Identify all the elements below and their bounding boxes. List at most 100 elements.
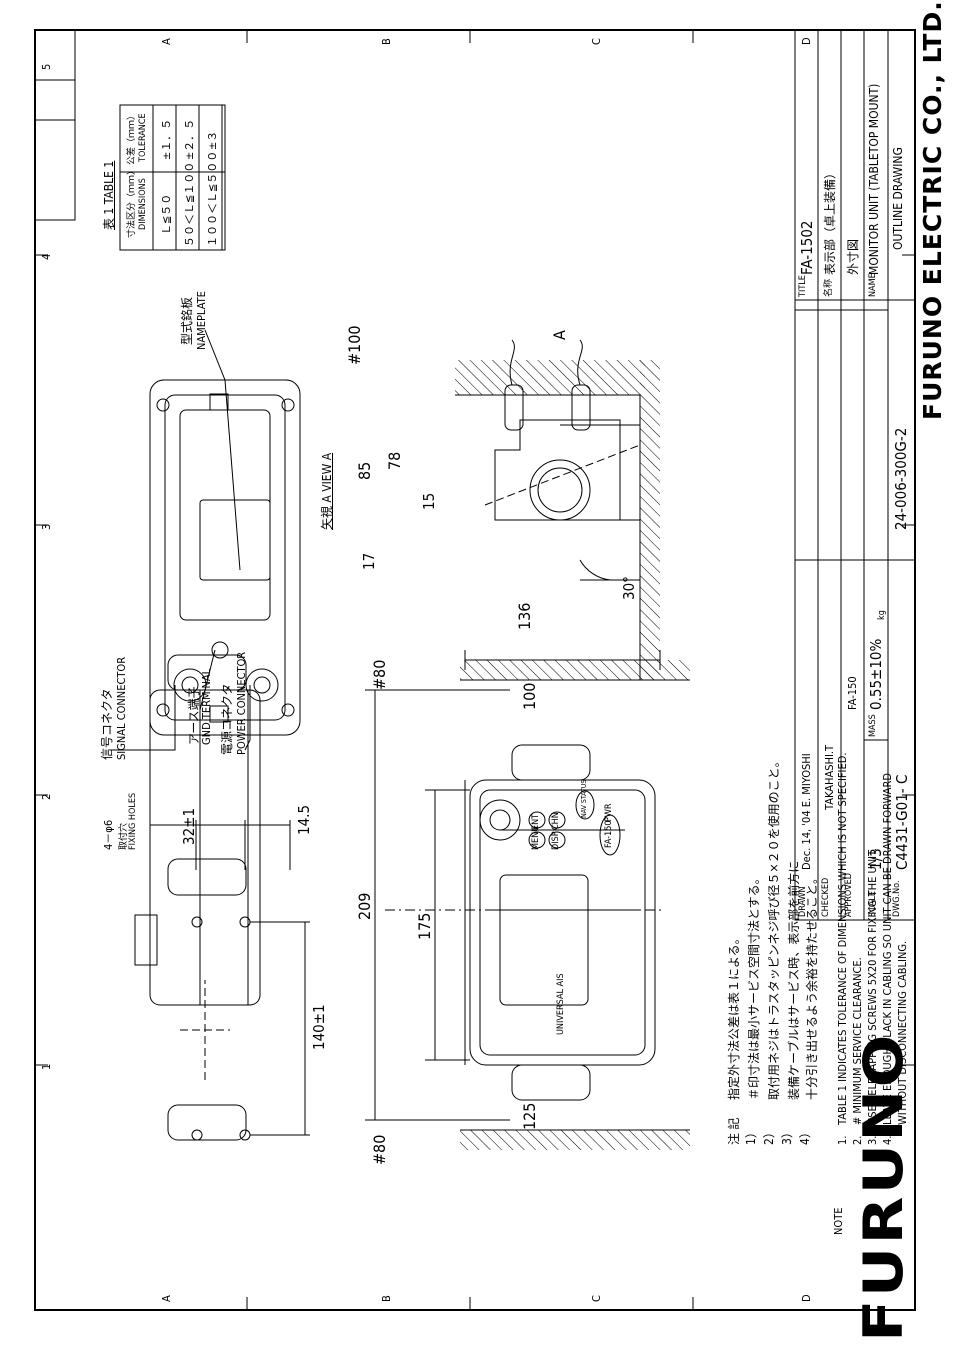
zone-d-left: D — [800, 1294, 813, 1302]
tb-kind-jp: 外寸図 — [846, 238, 860, 275]
notes-jp-4-num: 4） — [798, 1126, 812, 1145]
zone-4-top: 4 — [40, 253, 53, 260]
tb-ref: FA-150 — [846, 676, 859, 710]
tb-drawn-label: DRAWN — [798, 886, 808, 917]
dim-80-left: #80 — [370, 1134, 389, 1165]
dim-136: 136 — [515, 602, 534, 630]
key-chn: CHN — [551, 812, 561, 830]
fixing-holes-count: 4－φ6 — [102, 819, 115, 850]
table-title: 表 1 TABLE 1 — [102, 160, 116, 230]
key-disp: DISP — [551, 831, 561, 850]
gnd-terminal-en: GND TERMINAL — [200, 668, 213, 745]
front-brand-label: UNIVERSAL AIS — [556, 973, 566, 1035]
view-a-label: 矢視 A VIEW A — [320, 452, 334, 530]
notes-en-head: NOTE — [832, 1207, 845, 1235]
tb-kind: OUTLINE DRAWING — [891, 147, 905, 250]
notes-en-3: USE SELF-TAPPING SCREWS 5X20 FOR FIXING … — [866, 848, 879, 1125]
notes-en-1-num: 1. — [836, 1135, 849, 1145]
table-head-en2: TOLERANCE — [138, 113, 148, 162]
notes-en-3-num: 3. — [866, 1135, 879, 1145]
dim-85: 85 — [355, 461, 374, 480]
notes-en-4-num: 4. — [881, 1135, 894, 1145]
power-connector-jp: 電源コネクタ — [220, 683, 234, 755]
signal-connector-en: SIGNAL CONNECTOR — [115, 656, 128, 760]
zone-3-top: 3 — [40, 523, 53, 530]
nameplate-label-jp: 型式銘板 — [180, 296, 194, 345]
zone-c-right: C — [590, 38, 603, 45]
tb-title: FA-1502 — [798, 220, 816, 276]
dim-30-deg: 30° — [620, 576, 638, 600]
notes-en-5: WITHOUT DISCONNECTING CABLING. — [896, 940, 909, 1125]
table-range-1: Ｌ≦５０ — [160, 193, 173, 235]
tb-mass-unit: kg — [877, 610, 887, 620]
maker-name: FURUNO ELECTRIC CO., LTD. — [918, 0, 947, 420]
key-menu: MENU — [531, 825, 541, 850]
tb-mass: 0.55±10% — [867, 638, 885, 710]
dim-32: 32±1 — [180, 807, 198, 845]
notes-jp-2: ＃印寸法は最小サービス空間寸法とする。 — [747, 872, 761, 1100]
notes-jp-1: 指定外寸法公差は表１による。 — [727, 932, 741, 1100]
signal-connector-jp: 信号コネクタ — [100, 688, 114, 760]
front-model-badge: FA-150 — [604, 820, 614, 848]
dim-209: 209 — [355, 892, 374, 920]
zone-a-right: A — [160, 38, 173, 45]
tb-approved-label: APPROVED — [844, 872, 854, 917]
key-nav-status: NAV STATUS — [580, 779, 588, 818]
tb-drawn: Dec. 14, '04 E. MIYOSHI — [800, 753, 813, 870]
table-tol-1: ±１．５ — [160, 118, 173, 160]
zone-b-right: B — [380, 38, 393, 45]
dim-140: 140±1 — [310, 1004, 328, 1050]
table-tol-3: ±３ — [206, 130, 219, 150]
dim-175: 175 — [415, 912, 434, 940]
tb-name-label: NAME — [868, 273, 878, 297]
table-tol-2: ±２．５ — [183, 118, 196, 160]
dim-14-5: 14.5 — [295, 804, 313, 835]
notes-en-2: # MINIMUM SERVICE CLEARANCE. — [851, 957, 864, 1125]
arrow-a-label: A — [550, 330, 569, 340]
notes-en-2-num: 2. — [851, 1135, 864, 1145]
notes-en-1: TABLE 1 INDICATES TOLERANCE OF DIMENSION… — [836, 752, 849, 1125]
table-head-en1: DIMENSIONS — [138, 178, 148, 230]
tb-scale-label: SCALE — [868, 891, 878, 917]
tb-checked-label: CHECKED — [821, 877, 831, 917]
dim-100: 100 — [520, 682, 539, 710]
dim-100-clearance: #100 — [345, 325, 364, 365]
tb-name-jp-label: 名称 — [824, 278, 834, 297]
notes-jp-3: 取付用ネジはトラスタッピンネジ呼び径５×２０を使用のこと。 — [767, 755, 781, 1100]
front-view-screen — [499, 874, 589, 1006]
tb-drawing-no: 24-006-300G-2 — [892, 427, 910, 530]
power-connector-en: POWER CONNECTOR — [235, 651, 248, 755]
zone-d-right: D — [800, 37, 813, 45]
dim-15: 15 — [420, 492, 438, 510]
zone-c-left: C — [590, 1295, 603, 1302]
notes-jp-1-num: 1） — [744, 1126, 758, 1145]
key-pwr: PWR — [604, 803, 614, 822]
zone-a-left: A — [160, 1295, 173, 1302]
table-head-jp1: 寸法区分（ｍｍ） — [127, 165, 137, 238]
title-block-frame — [794, 29, 916, 921]
dim-80-right: #80 — [370, 659, 389, 690]
tb-name-jp: 表示部（卓上装備） — [823, 166, 837, 275]
tb-dwg-label: DWG.No. — [892, 880, 902, 917]
tb-checked: TAKAHASHI.T — [823, 744, 836, 810]
tb-title-label: TITLE — [798, 275, 808, 297]
tb-name: MONITOR UNIT (TABLETOP MOUNT) — [867, 83, 881, 275]
dim-17: 17 — [360, 552, 378, 570]
table-range-3: １００＜Ｌ≦５００ — [206, 150, 219, 247]
tb-dwg: C4431-G01- C — [893, 774, 911, 870]
zone-5-top: 5 — [40, 63, 53, 70]
tb-mass-label: MASS — [868, 714, 878, 737]
notes-jp-3-num: 3） — [780, 1126, 794, 1145]
notes-jp-head: 注 記 — [727, 1117, 741, 1145]
zone-2-top: 2 — [40, 793, 53, 800]
dim-78: 78 — [385, 451, 404, 470]
tb-scale: 1/3 — [867, 848, 885, 870]
notes-jp-2-num: 2） — [762, 1126, 776, 1145]
zone-b-left: B — [380, 1295, 393, 1302]
dim-125: 125 — [520, 1102, 539, 1130]
zone-1-top: 1 — [40, 1063, 53, 1070]
table-head-jp2: 公差（ｍｍ） — [127, 110, 137, 165]
